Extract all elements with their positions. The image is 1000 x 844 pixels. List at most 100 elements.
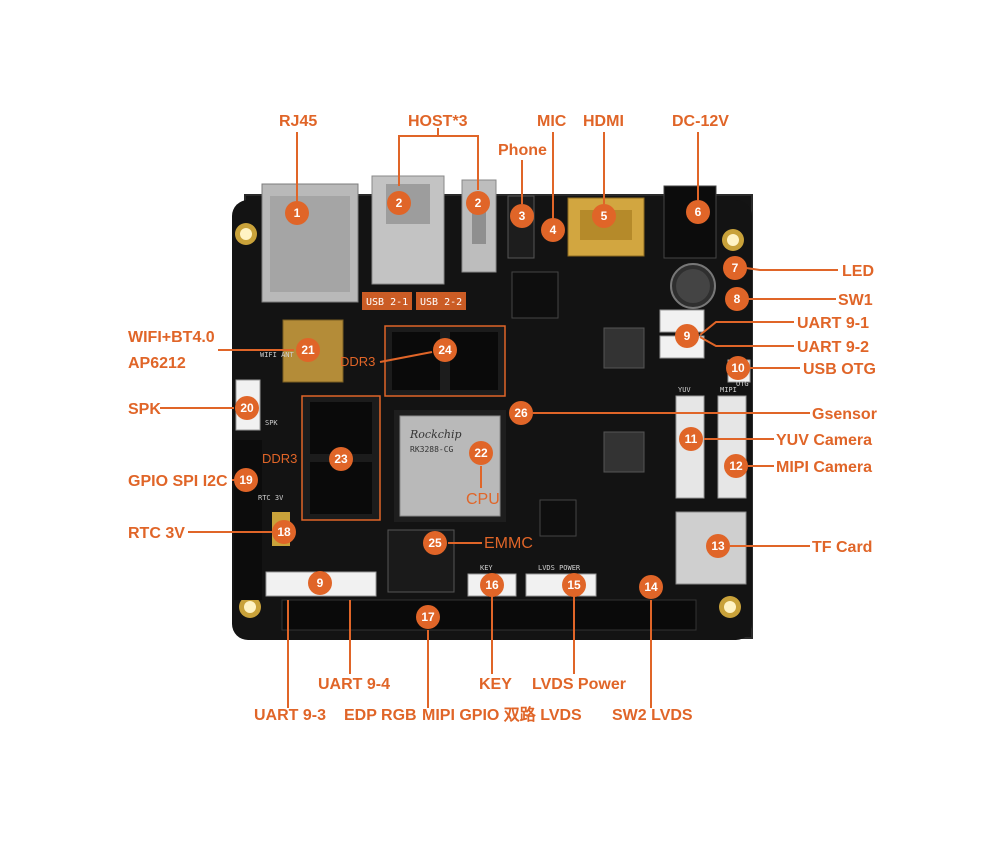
- ic-top-middle: [511, 271, 559, 319]
- label-mic: MIC: [537, 113, 567, 130]
- badge-10: 10: [726, 356, 750, 380]
- label-host3: HOST*3: [408, 113, 468, 130]
- badge-3: 3: [510, 204, 534, 228]
- label-tf-card: TF Card: [812, 539, 872, 556]
- silk-wifi: WIFI ANT: [260, 351, 295, 359]
- badge-18: 18: [272, 520, 296, 544]
- svg-text:6: 6: [695, 205, 702, 219]
- svg-text:5: 5: [601, 209, 608, 223]
- badge-9a: 9: [675, 324, 699, 348]
- cpu-chip: Rockchip RK3288-CG: [394, 410, 506, 522]
- svg-text:11: 11: [685, 432, 698, 446]
- label-phone: Phone: [498, 142, 547, 159]
- badge-17: 17: [416, 605, 440, 629]
- svg-text:13: 13: [711, 539, 725, 553]
- label-uart94: UART 9-4: [318, 676, 390, 693]
- badge-24: 24: [433, 338, 457, 362]
- svg-text:18: 18: [277, 525, 291, 539]
- svg-text:7: 7: [732, 261, 739, 275]
- badge-2a: 2: [387, 191, 411, 215]
- silk-lvds-power: LVDS POWER: [538, 564, 581, 572]
- badge-15: 15: [562, 573, 586, 597]
- svg-text:2: 2: [475, 196, 482, 210]
- svg-text:12: 12: [729, 459, 743, 473]
- svg-text:26: 26: [514, 406, 528, 420]
- svg-text:4: 4: [550, 223, 557, 237]
- callout-labels: RJ45 HOST*3 MIC HDMI DC-12V Phone LED SW…: [128, 113, 877, 724]
- ic-lower-middle: [539, 499, 577, 537]
- label-spk: SPK: [128, 401, 161, 418]
- silk-key: KEY: [480, 564, 493, 572]
- label-key: KEY: [479, 676, 512, 693]
- rj45-port: [261, 183, 359, 303]
- badge-13: 13: [706, 534, 730, 558]
- label-uart91: UART 9-1: [797, 315, 869, 332]
- label-ddr3-top: DDR3: [340, 354, 375, 369]
- label-emmc: EMMC: [484, 535, 533, 552]
- svg-text:9: 9: [684, 329, 691, 343]
- badge-12: 12: [724, 454, 748, 478]
- badge-20: 20: [235, 396, 259, 420]
- svg-text:23: 23: [334, 452, 348, 466]
- inductor-2: [603, 431, 645, 473]
- bottom-pin-header: [281, 599, 697, 631]
- badge-4: 4: [541, 218, 565, 242]
- usb21-silk: USB 2-1: [366, 297, 408, 308]
- silk-spk: SPK: [265, 419, 278, 427]
- badge-1: 1: [285, 201, 309, 225]
- svg-text:3: 3: [519, 209, 526, 223]
- svg-text:24: 24: [438, 343, 452, 357]
- badge-2b: 2: [466, 191, 490, 215]
- svg-text:16: 16: [485, 578, 499, 592]
- gpio-pin-column: [234, 440, 262, 600]
- svg-text:21: 21: [301, 343, 315, 357]
- badge-14: 14: [639, 575, 663, 599]
- badge-16: 16: [480, 573, 504, 597]
- silk-otg: OTG: [736, 380, 749, 388]
- label-uart92: UART 9-2: [797, 339, 869, 356]
- label-led: LED: [842, 263, 874, 280]
- label-ap6212: AP6212: [128, 355, 186, 372]
- label-mipi-gpio-lvds: MIPI GPIO 双路 LVDS: [422, 705, 582, 724]
- dc-jack: [663, 185, 717, 259]
- label-rj45: RJ45: [279, 113, 317, 130]
- badge-21: 21: [296, 338, 320, 362]
- label-sw2-lvds: SW2 LVDS: [612, 707, 693, 724]
- ddr3-top-chips: [384, 325, 506, 397]
- label-gsensor: Gsensor: [812, 406, 877, 423]
- number-badges: 1 2 2 3 4 5 6 7 8 9 10 11 12 13 14 15 16…: [234, 191, 750, 629]
- svg-text:17: 17: [421, 610, 435, 624]
- svg-text:20: 20: [240, 401, 254, 415]
- mipi-camera-connector: [717, 395, 747, 499]
- label-dc12v: DC-12V: [672, 113, 729, 130]
- usb22-silk: USB 2-2: [420, 297, 462, 308]
- label-usbotg: USB OTG: [803, 361, 876, 378]
- cpu-model-silk: RK3288-CG: [410, 445, 454, 454]
- svg-text:1: 1: [294, 206, 301, 220]
- svg-text:10: 10: [731, 361, 745, 375]
- badge-19: 19: [234, 468, 258, 492]
- badge-5: 5: [592, 204, 616, 228]
- label-ddr3-left: DDR3: [262, 451, 297, 466]
- badge-6: 6: [686, 200, 710, 224]
- svg-text:19: 19: [239, 473, 253, 487]
- label-uart93: UART 9-3: [254, 707, 326, 724]
- capacitor: [670, 263, 716, 309]
- badge-7: 7: [723, 256, 747, 280]
- label-edp-rgb: EDP RGB: [344, 707, 417, 724]
- badge-23: 23: [329, 447, 353, 471]
- label-yuv-camera: YUV Camera: [776, 432, 872, 449]
- leader-lines: [160, 128, 838, 708]
- label-cpu: CPU: [466, 491, 500, 508]
- cpu-brand-silk: Rockchip: [409, 428, 462, 441]
- svg-text:2: 2: [396, 196, 403, 210]
- inductor-1: [603, 327, 645, 369]
- badge-11: 11: [679, 427, 703, 451]
- label-mipi-camera: MIPI Camera: [776, 459, 872, 476]
- label-lvds-power: LVDS Power: [532, 676, 626, 693]
- svg-text:8: 8: [734, 292, 741, 306]
- label-rtc3v: RTC 3V: [128, 525, 185, 542]
- badge-8: 8: [725, 287, 749, 311]
